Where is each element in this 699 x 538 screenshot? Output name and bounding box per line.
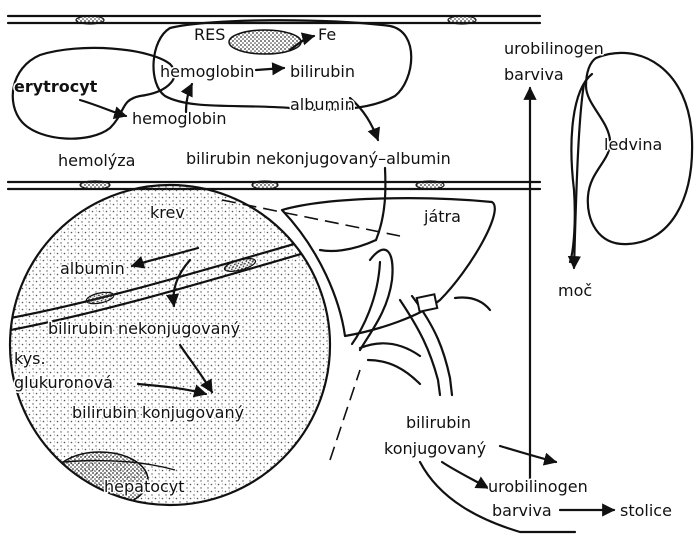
middle-blood-vessel bbox=[8, 181, 540, 189]
label-hepatocyt: hepatocyt bbox=[104, 477, 185, 496]
label-bilirubin-res: bilirubin bbox=[290, 62, 355, 81]
zoom-dashed-line-bottom bbox=[330, 370, 360, 460]
label-krev: krev bbox=[150, 203, 185, 222]
label-urobilinogen-top: urobilinogen bbox=[504, 39, 604, 58]
label-erytrocyt: erytrocyt bbox=[14, 77, 98, 96]
label-albumin-circle: albumin bbox=[60, 259, 125, 278]
label-bilirubin-bottom: bilirubin bbox=[406, 413, 471, 432]
label-albumin-top: albumin bbox=[290, 95, 355, 114]
label-glukuronova: glukuronová bbox=[14, 373, 113, 392]
label-urobilinogen-bottom: urobilinogen bbox=[488, 477, 588, 496]
label-barviva-bottom: barviva bbox=[492, 501, 552, 520]
label-res: RES bbox=[194, 25, 225, 44]
label-barviva-top: barviva bbox=[504, 65, 564, 84]
label-moc: moč bbox=[558, 281, 592, 300]
label-konjugovany-bottom: konjugovaný bbox=[384, 439, 486, 458]
label-jatra: játra bbox=[423, 207, 461, 226]
bile-ducts bbox=[352, 250, 490, 395]
label-ledvina: ledvina bbox=[604, 135, 662, 154]
label-stolice: stolice bbox=[620, 501, 672, 520]
label-hemoglobin-res: hemoglobin bbox=[160, 62, 255, 81]
label-bilirubin-konjugovany-circle: bilirubin konjugovaný bbox=[72, 403, 244, 422]
label-bilirubin-nekonjugovany: bilirubin nekonjugovaný bbox=[48, 319, 240, 338]
label-hemoglobin-free: hemoglobin bbox=[132, 109, 227, 128]
label-hemolyza: hemolýza bbox=[58, 151, 135, 170]
label-fe: Fe bbox=[318, 25, 336, 44]
label-bilirubin-complex: bilirubin nekonjugovaný–albumin bbox=[186, 149, 451, 168]
label-kys: kys. bbox=[14, 349, 46, 368]
